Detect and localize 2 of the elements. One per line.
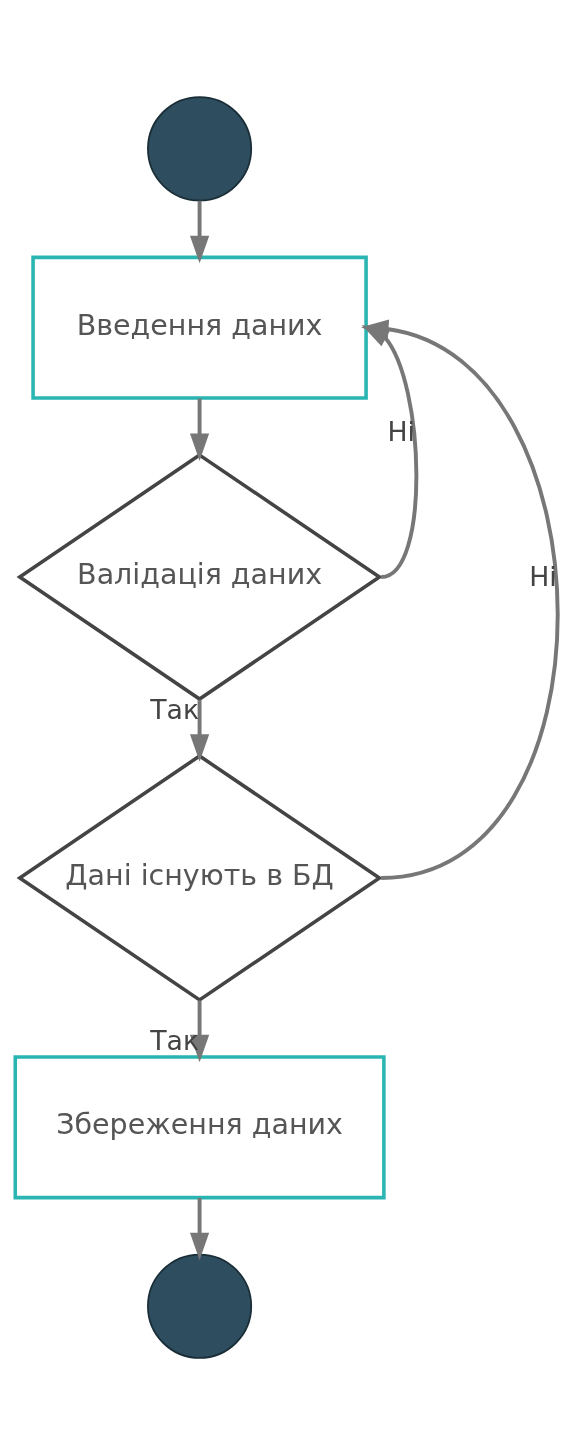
- edge-label: Ні: [387, 415, 416, 447]
- edge-label: Ні: [529, 560, 557, 592]
